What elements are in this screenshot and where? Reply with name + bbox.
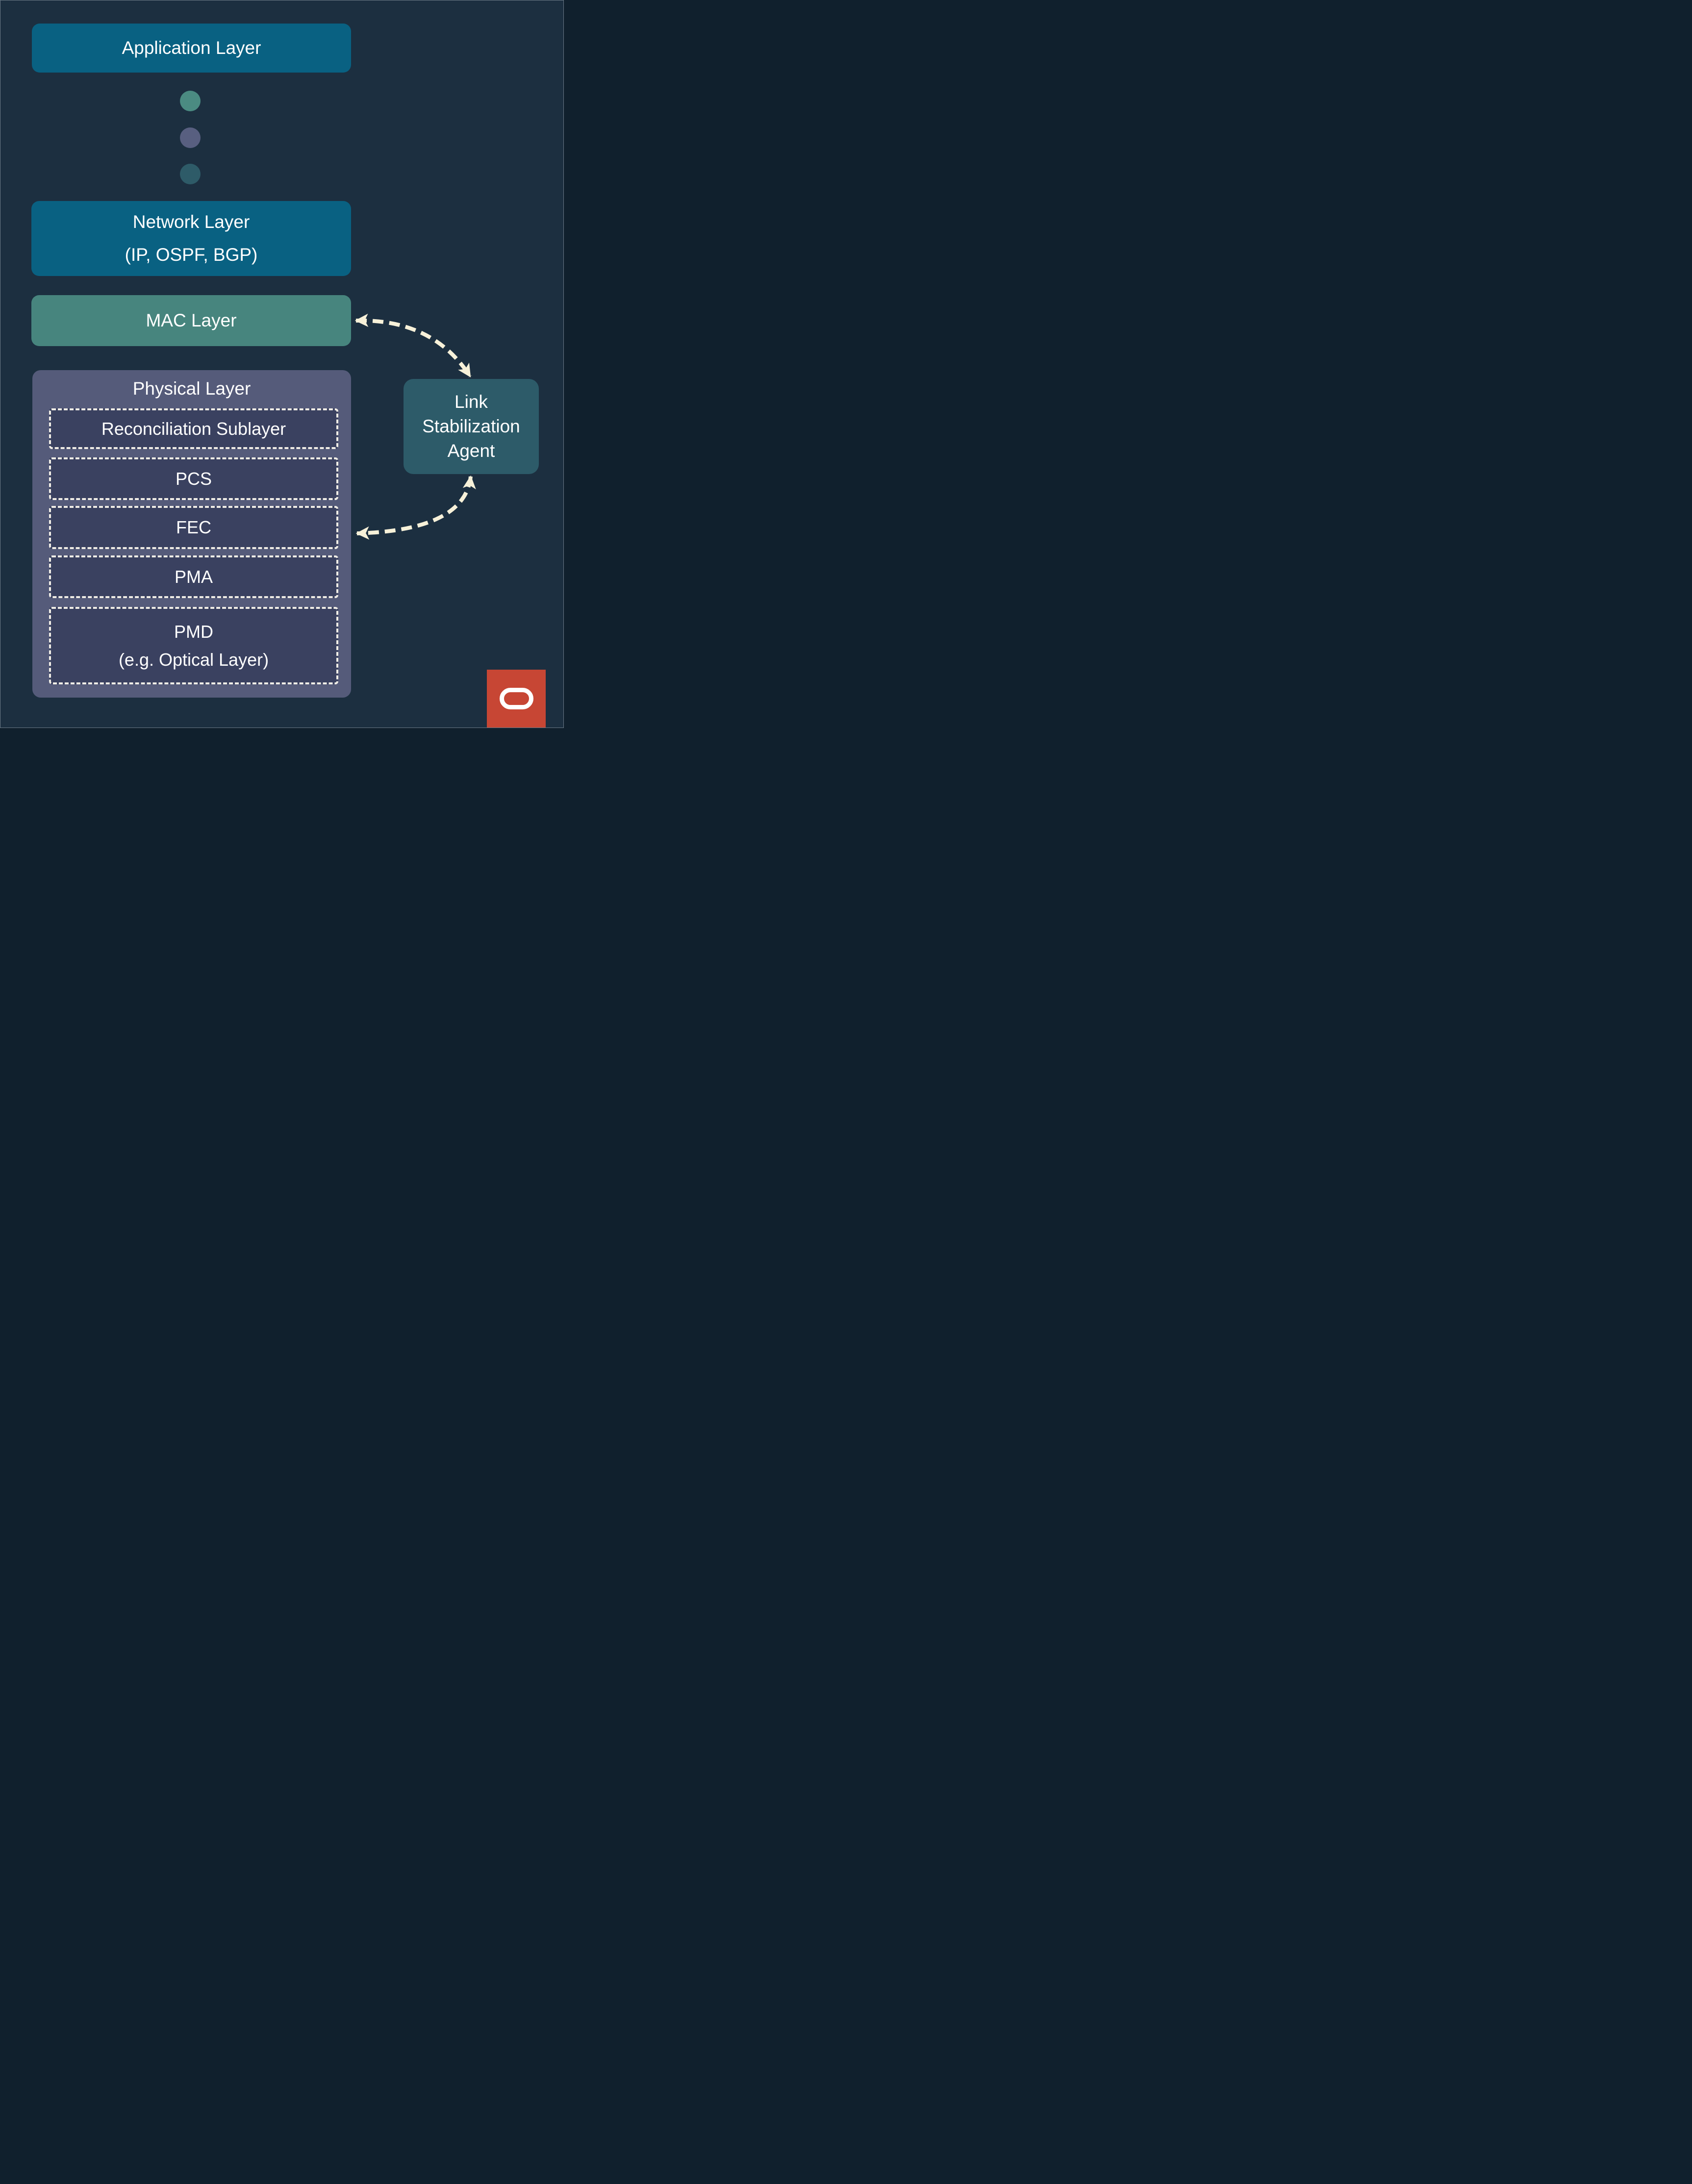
mac-layer-box: MAC Layer <box>31 295 351 346</box>
network-layer-label: Network Layer <box>132 211 250 232</box>
mac-to-agent-arrow <box>354 313 472 378</box>
network-layer-box: Network Layer (IP, OSPF, BGP) <box>31 201 351 276</box>
diagram-canvas: Application Layer Network Layer (IP, OSP… <box>0 0 564 728</box>
oracle-o-icon <box>499 688 533 709</box>
sublayer-pcs-label: PCS <box>175 468 212 489</box>
application-layer-label: Application Layer <box>122 37 261 58</box>
physical-layer-label: Physical Layer <box>132 378 251 399</box>
lsa-label-line1: Link <box>455 392 488 412</box>
oracle-logo <box>487 670 546 728</box>
sublayer-pmd: PMD (e.g. Optical Layer) <box>49 607 338 684</box>
sublayer-reconciliation: Reconciliation Sublayer <box>49 408 338 449</box>
physical-layer-box: Physical Layer Reconciliation Sublayer P… <box>32 370 351 698</box>
sublayer-pma-label: PMA <box>174 566 213 587</box>
sublayer-pmd-sublabel: (e.g. Optical Layer) <box>118 650 269 670</box>
sublayer-pmd-label: PMD <box>174 621 213 642</box>
application-layer-box: Application Layer <box>32 24 351 73</box>
lsa-label-line3: Agent <box>447 440 495 461</box>
ellipsis-dot-2 <box>180 127 201 148</box>
ellipsis-dot-1 <box>180 91 201 111</box>
mac-layer-label: MAC Layer <box>146 310 237 330</box>
ellipsis-dot-3 <box>180 164 201 184</box>
lsa-label-line2: Stabilization <box>422 416 520 437</box>
network-layer-protocols: (IP, OSPF, BGP) <box>125 244 258 265</box>
sublayer-pcs: PCS <box>49 457 338 500</box>
sublayer-fec-label: FEC <box>176 517 211 538</box>
sublayer-fec: FEC <box>49 506 338 549</box>
link-stabilization-agent-box: Link Stabilization Agent <box>404 379 539 474</box>
agent-to-fec-arrow <box>355 475 476 540</box>
sublayer-reconciliation-label: Reconciliation Sublayer <box>101 418 286 439</box>
sublayer-pma: PMA <box>49 555 338 598</box>
